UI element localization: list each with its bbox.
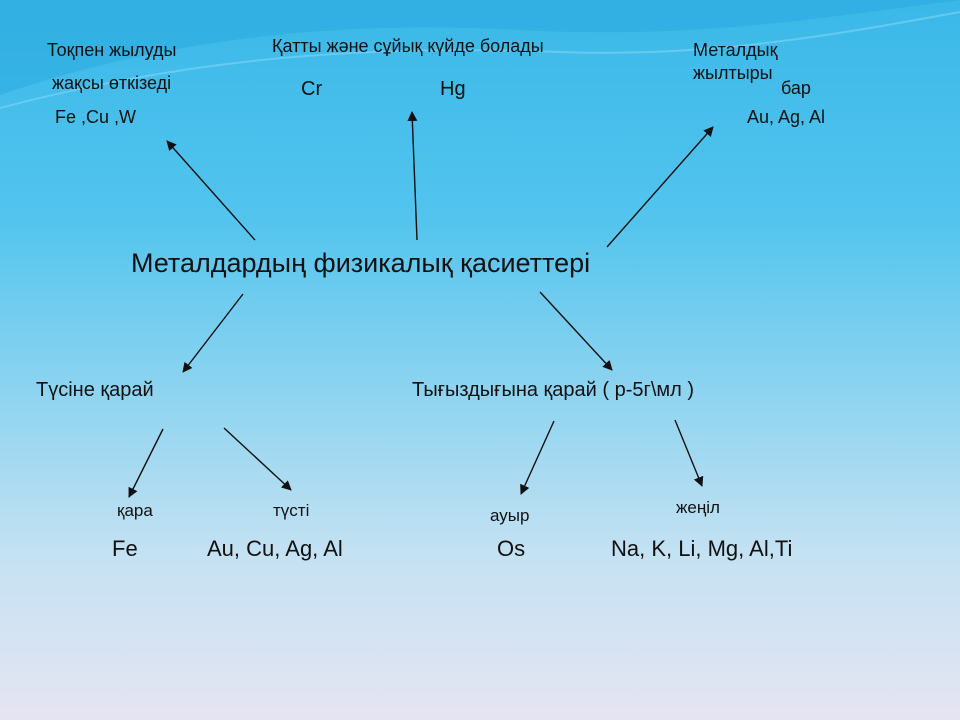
state-title: Қатты және сұйық күйде болады (272, 36, 544, 56)
light-examples: Na, K, Li, Mg, Al,Ti (611, 536, 793, 561)
colored-label: түсті (273, 501, 310, 520)
central-title: Металдардың физикалық қасиеттері (131, 248, 591, 278)
black-label: қара (117, 501, 153, 520)
heavy-examples: Os (497, 536, 526, 561)
luster-line2: жылтыры (693, 63, 773, 83)
heavy-label: ауыр (490, 506, 530, 525)
by-density-title: Тығыздығына қарай ( р-5г\мл ) (412, 379, 695, 401)
arrow-to-state (407, 111, 418, 241)
arrow-to-light (674, 419, 704, 487)
decorative-wave (0, 0, 960, 109)
conductivity-line1: Тоқпен жылуды (47, 40, 177, 60)
arrow-to-black (128, 428, 164, 498)
state-example-hg: Hg (440, 78, 466, 100)
arrow-to-colored (223, 427, 292, 491)
state-example-cr: Cr (301, 78, 323, 100)
arrow-to-color (182, 293, 244, 373)
arrow-to-density (539, 291, 613, 371)
luster-line3: бар (781, 78, 811, 98)
luster-line1: Металдық (693, 40, 778, 60)
luster-examples: Au, Ag, Al (747, 107, 826, 127)
arrow-to-conductivity (166, 140, 256, 241)
conductivity-line2: жақсы өткізеді (52, 73, 172, 93)
light-label: жеңіл (676, 498, 720, 517)
colored-examples: Au, Cu, Ag, Al (207, 536, 343, 561)
arrow-to-luster (606, 126, 714, 248)
black-examples: Fe (112, 536, 138, 561)
arrow-to-heavy (520, 420, 555, 495)
conductivity-examples: Fe ,Cu ,W (55, 107, 137, 127)
by-color-title: Түсіне қарай (36, 379, 154, 401)
